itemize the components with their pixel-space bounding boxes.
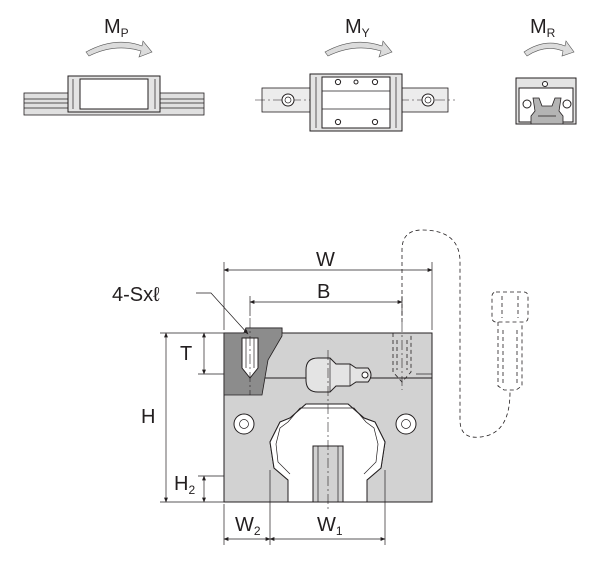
grease-nipple [305,350,372,402]
svg-text:4-Sxℓ: 4-Sxℓ [112,284,160,306]
side-hole-left [233,413,255,435]
side-view-rail-block [23,75,205,116]
dimension-screw-callout: 4-Sxℓ [112,284,249,335]
svg-text:W: W [316,249,335,271]
svg-text:T: T [180,343,192,365]
moment-roll-arrow-icon [523,40,575,57]
svg-text:W2: W2 [235,514,261,538]
moment-yaw-arrow-icon [324,40,393,58]
svg-text:H: H [141,406,155,428]
dimension-H: H [141,332,224,503]
dimension-W2: W2 [223,470,271,545]
tapped-hole-section [223,318,283,396]
svg-text:MP: MP [104,16,129,40]
moment-pitch-label: MP [104,16,129,40]
svg-text:B: B [317,281,330,303]
front-view-rail-block [515,77,577,125]
top-view-rail-block [255,73,455,132]
moment-pitch-arrow-icon [85,40,153,58]
svg-text:H2: H2 [174,473,195,497]
svg-text:MY: MY [345,16,370,40]
moment-roll-label: MR [530,16,556,40]
svg-text:MR: MR [530,16,556,40]
tapped-hole-hidden [392,322,412,390]
rail-channel [269,403,386,510]
dimension-H2: H2 [174,473,224,503]
socket-head-bolt-icon [491,291,529,391]
dimension-W1: W1 [269,470,386,545]
svg-text:W1: W1 [317,514,343,538]
dimension-W: W [223,249,433,330]
side-hole-right [395,413,417,435]
moment-yaw-label: MY [345,16,370,40]
bolt-callout-loop [401,229,511,438]
dimension-B: B [249,281,403,316]
dimension-T: T [180,332,224,375]
